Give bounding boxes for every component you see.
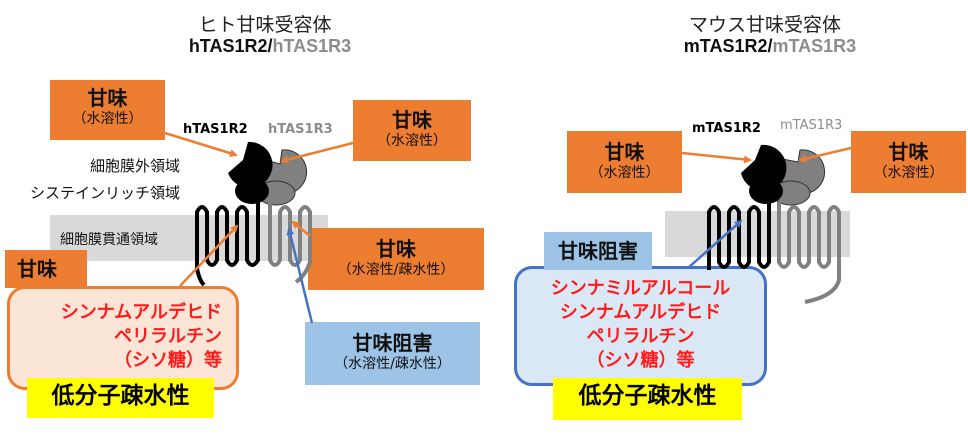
mouse-subtitle-r3: mTAS1R3	[772, 36, 857, 56]
mouse-tas1r2-crd	[749, 178, 783, 204]
human-inhibit-box-sub: （水溶性/疎水性）	[334, 356, 451, 372]
human-region-extracellular: 細胞膜外領域	[90, 157, 181, 175]
mouse-subtitle-r2: mTAS1R2/	[683, 36, 773, 56]
mouse-sweet-box-left: 甘味 （水溶性）	[567, 131, 682, 193]
mouse-sweet-box-left-title: 甘味	[604, 140, 645, 164]
mouse-arrow-right-vft	[798, 146, 852, 163]
human-sweet-box-left-sub: （水溶性）	[72, 111, 143, 127]
human-sweet-tm-box-title: 甘味	[376, 237, 416, 261]
mouse-title: マウス甘味受容体	[688, 14, 841, 36]
human-sweet-box-right-title: 甘味	[392, 108, 432, 132]
mouse-compound-1: シンナミルアルコール	[550, 278, 731, 299]
human-arrow-left-vft	[164, 131, 238, 158]
mouse-sweet-box-right-title: 甘味	[888, 140, 929, 164]
human-arrow-callout-tm	[179, 224, 239, 287]
human-sweet-box-right: 甘味 （水溶性）	[353, 100, 471, 161]
human-sweet-tm-box-sub: （水溶性/疎水性）	[337, 262, 455, 278]
human-sweet-box-right-sub: （水溶性）	[377, 133, 447, 149]
human-callout-tag-text: 甘味	[17, 257, 57, 281]
human-arrow-tm-right	[291, 220, 311, 237]
mouse-callout-tag: 甘味阻害	[544, 232, 652, 270]
mouse-receptor	[707, 144, 841, 304]
mouse-tas1r2-tm	[707, 200, 771, 270]
human-tas1r2-tm	[195, 200, 260, 287]
mouse-tas1r2-vft	[741, 144, 787, 191]
human-inhibit-box: 甘味阻害 （水溶性/疎水性）	[305, 322, 480, 385]
human-sweet-tm-box: 甘味 （水溶性/疎水性）	[308, 228, 484, 290]
mouse-callout-tag-text: 甘味阻害	[558, 239, 638, 263]
human-compound-callout: シンナムアルデヒド ペリラルチン （シソ糖）等	[7, 286, 239, 390]
human-tas1r2-crd	[235, 178, 269, 204]
mouse-arrow-left-vft	[681, 151, 752, 164]
human-title: ヒト甘味受容体	[198, 14, 332, 36]
human-tas1r2-vft	[228, 141, 273, 188]
human-sweet-box-left: 甘味 （水溶性）	[50, 80, 165, 140]
human-arrow-inhibit	[286, 227, 314, 324]
human-arrow-right-vft	[280, 141, 354, 164]
human-compound-3: （シソ糖）等	[114, 350, 222, 371]
mouse-hydrophobic-label: 低分子疎水性	[553, 378, 742, 420]
human-tas1r3-tm	[268, 202, 312, 284]
mouse-sweet-box-left-sub: （水溶性）	[589, 165, 660, 181]
human-callout-tag: 甘味	[5, 250, 87, 288]
human-sweet-box-left-title: 甘味	[87, 86, 128, 110]
mouse-tas1r3-tm	[777, 202, 841, 304]
human-compound-1: シンナムアルデヒド	[60, 302, 222, 323]
human-label-r3: hTAS1R3	[268, 122, 333, 137]
human-compound-2: ペリラルチン	[114, 326, 222, 347]
human-subtitle: hTAS1R2/hTAS1R3	[155, 36, 385, 57]
mouse-label-r3: mTAS1R3	[780, 118, 843, 133]
human-label-r2: hTAS1R2	[183, 122, 248, 137]
human-region-cysteine: システインリッチ領域	[30, 184, 181, 202]
human-receptor	[195, 141, 312, 287]
mouse-compound-4: （シソ糖）等	[586, 350, 695, 371]
mouse-sweet-box-right: 甘味 （水溶性）	[851, 131, 966, 193]
mouse-subtitle: mTAS1R2/mTAS1R3	[650, 36, 890, 57]
mouse-arrow-inhibit	[687, 219, 743, 269]
human-subtitle-r2: hTAS1R2/	[188, 36, 273, 56]
mouse-compound-3: ペリラルチン	[586, 326, 695, 347]
human-subtitle-r3: hTAS1R3	[272, 36, 352, 56]
mouse-sweet-box-right-sub: （水溶性）	[873, 165, 944, 181]
mouse-compound-2: シンナムアルデヒド	[559, 302, 722, 323]
human-hydrophobic-label: 低分子疎水性	[27, 378, 214, 418]
human-inhibit-box-title: 甘味阻害	[352, 331, 433, 355]
mouse-label-r2: mTAS1R2	[692, 121, 761, 136]
human-region-transmembrane: 細胞膜貫通領域	[60, 232, 158, 248]
